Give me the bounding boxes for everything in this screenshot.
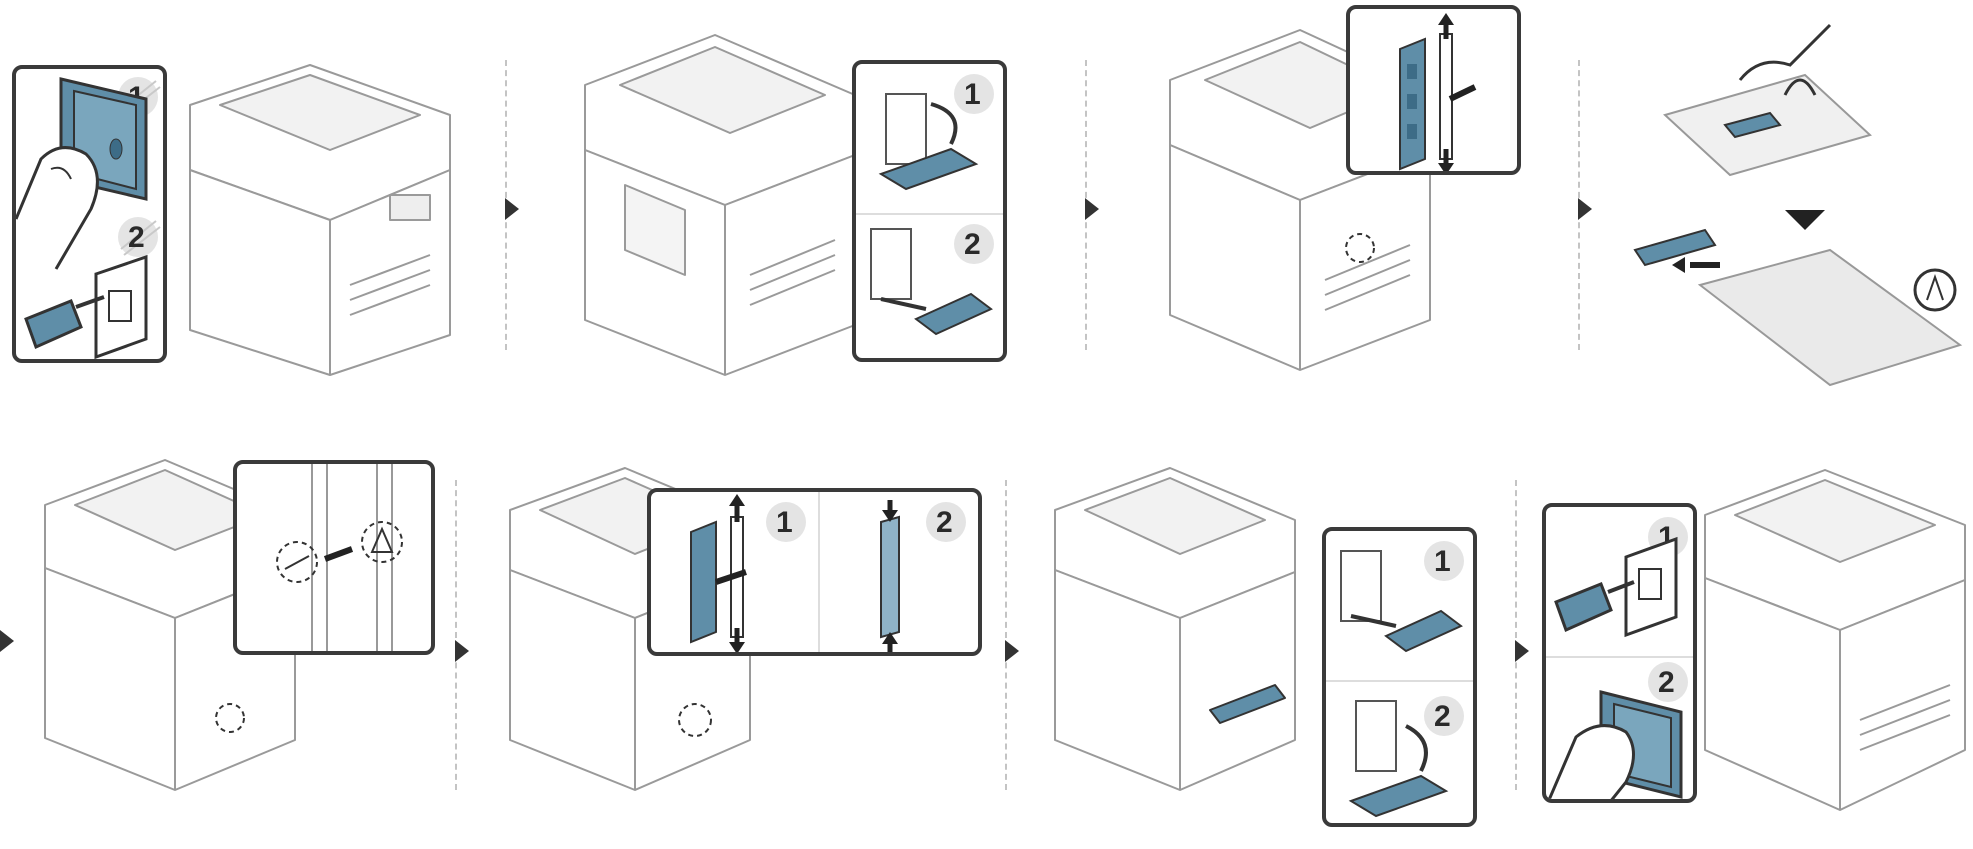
callout-open-cover: 1 2 — [852, 60, 1007, 362]
antistatic-bag — [1700, 250, 1960, 385]
power-plug-icon — [1556, 539, 1676, 635]
antistatic-warning-icon — [1915, 270, 1955, 310]
memory-module-icon — [1400, 34, 1452, 169]
printer-illustration — [160, 45, 460, 375]
power-plug-icon — [26, 257, 146, 357]
hand-icon — [16, 148, 97, 269]
next-step-arrow — [1005, 640, 1019, 662]
badge-2: 2 — [926, 502, 966, 542]
badge-number: 2 — [1434, 700, 1451, 733]
down-arrow — [1785, 210, 1825, 230]
badge-number: 2 — [964, 228, 981, 261]
hand-icon — [1546, 726, 1634, 803]
callout-close-cover: 1 2 — [1322, 527, 1477, 827]
unpack-memory-illustration — [1630, 25, 1970, 405]
callout-power-and-plug: 1 2 — [12, 65, 167, 363]
next-step-arrow — [455, 640, 469, 662]
callout-align-notch — [233, 460, 435, 655]
antistatic-bag — [1665, 75, 1870, 175]
memory-module-icon — [881, 517, 899, 637]
badge-2: 2 — [954, 224, 994, 264]
badge-1: 1 — [1424, 541, 1464, 581]
printer-illustration — [565, 15, 895, 385]
badge-2: 2 — [118, 217, 160, 257]
badge-1: 1 — [954, 74, 994, 114]
badge-number: 2 — [128, 221, 145, 254]
memory-module-icon — [1635, 230, 1715, 265]
next-step-arrow — [1515, 640, 1529, 662]
badge-number: 2 — [936, 506, 953, 539]
badge-number: 1 — [964, 78, 981, 111]
step-divider — [455, 480, 457, 790]
badge-number: 1 — [776, 506, 793, 539]
badge-number: 2 — [1658, 666, 1675, 699]
badge-2: 2 — [1648, 662, 1688, 702]
badge-2: 2 — [1424, 696, 1464, 736]
step-divider — [1515, 480, 1517, 790]
next-step-arrow — [1085, 198, 1099, 220]
next-step-arrow — [1578, 198, 1592, 220]
next-step-arrow — [505, 198, 519, 220]
callout-remove-memory — [1346, 5, 1521, 175]
badge-1: 1 — [766, 502, 806, 542]
callout-insert-memory: 1 2 — [647, 488, 982, 656]
callout-plug-and-power-on: 1 2 — [1542, 503, 1697, 803]
printer-illustration — [1685, 450, 1970, 820]
next-step-arrow — [0, 630, 14, 652]
step-divider — [1005, 480, 1007, 790]
badge-number: 1 — [1434, 545, 1451, 578]
printer-illustration — [1035, 450, 1335, 800]
